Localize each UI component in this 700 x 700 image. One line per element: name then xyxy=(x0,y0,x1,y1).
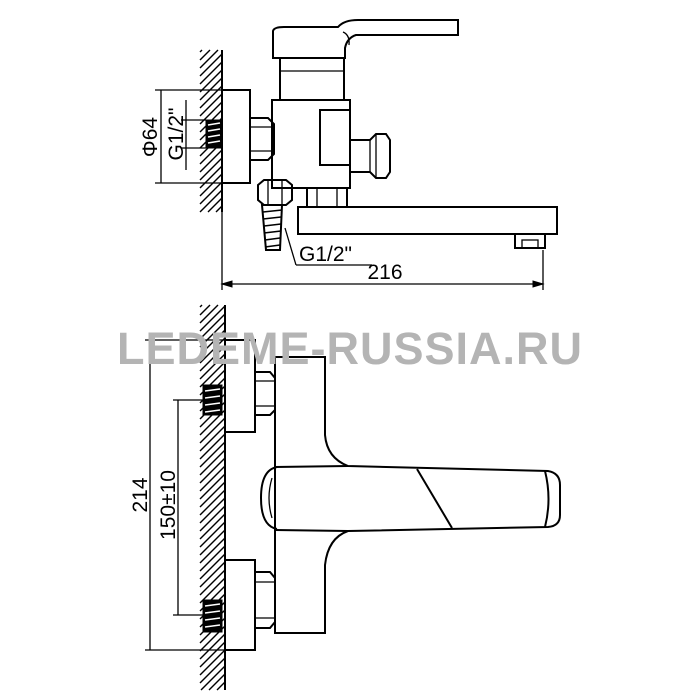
diverter-nut xyxy=(349,133,391,179)
wall-hatch-line xyxy=(199,489,226,516)
wall-hatch-line xyxy=(199,425,226,452)
wall-hatch-line xyxy=(199,93,223,117)
diameter-label: Φ64 xyxy=(139,117,162,157)
wall-hatch-line xyxy=(199,165,223,189)
spout-bottom-edge xyxy=(274,529,349,532)
wall-hatch-line xyxy=(199,49,219,69)
dimension-hose-thread: G1/2" xyxy=(284,227,372,266)
watermark: LEDEME-RUSSIA.RU xyxy=(117,323,583,374)
wall-hatch-line xyxy=(199,77,223,101)
diverter-knob-detail xyxy=(268,477,273,519)
wall-hatch-line xyxy=(199,481,226,508)
wall-hatch-line xyxy=(199,473,226,500)
dimension-projection: 216 xyxy=(220,212,545,290)
wall-hatch-line xyxy=(199,633,226,660)
hose-nut xyxy=(257,179,293,206)
wall-hatch-line xyxy=(199,53,223,77)
wall-thread-label: G1/2" xyxy=(165,108,188,161)
spacing-label: 150±10 xyxy=(157,470,180,540)
wall-hatch-line xyxy=(200,665,226,691)
wall-thread-lower xyxy=(202,599,223,633)
wall-hatch-line xyxy=(199,181,223,205)
mixer-body xyxy=(271,99,351,189)
height-label: 214 xyxy=(129,477,152,512)
wall-hatch-line xyxy=(207,197,223,213)
wall-hatch-line xyxy=(199,657,226,684)
wall-hatch-line xyxy=(199,304,211,316)
side-view: Φ64 G1/2" 216 G1/2" xyxy=(139,19,558,290)
wall-hatch-line xyxy=(199,49,203,53)
wall-hatch-line xyxy=(199,441,226,468)
wall-hatch-line xyxy=(199,329,226,356)
wall-hatch-line xyxy=(199,641,226,668)
wall-hatch-line xyxy=(199,49,211,61)
wall-hatch-line xyxy=(199,69,223,93)
wall-hatch-line xyxy=(199,561,226,588)
wall-hatch-line xyxy=(199,465,226,492)
handle-detail xyxy=(342,31,350,46)
wall-flange-lower xyxy=(224,559,256,651)
wall-hatch-line xyxy=(199,361,226,388)
mixer-body-front xyxy=(274,356,561,634)
wall-hatch-line xyxy=(199,553,226,580)
diverter-knob xyxy=(259,466,278,530)
hose-fitting-ribs xyxy=(262,209,283,248)
wall-hatch-line xyxy=(199,537,226,564)
wall-hatch-line xyxy=(199,345,226,372)
wall-hatch-line xyxy=(199,417,226,444)
spout-facet xyxy=(416,468,453,529)
wall-hatch-line xyxy=(199,577,226,604)
dimension-wall-thread: G1/2" xyxy=(165,100,206,170)
wall-thread-notches xyxy=(207,122,221,144)
lever-handle xyxy=(272,19,459,59)
wall-hatch-line xyxy=(199,337,226,364)
wall-hatch-line xyxy=(199,321,226,348)
wall-hatch-line xyxy=(199,157,223,181)
inlet-nut-lower xyxy=(254,571,276,629)
wall-hatch-line xyxy=(199,149,223,173)
spout-end-cap xyxy=(544,470,550,528)
aerator-outlet xyxy=(514,233,546,249)
wall-thread-notches xyxy=(204,388,221,628)
inlet-nut-upper xyxy=(254,371,276,416)
inlet-nut xyxy=(249,117,275,161)
wall-hatch-line xyxy=(199,433,226,460)
wall-hatch-line xyxy=(199,173,223,197)
wall-hatch-line xyxy=(199,305,226,332)
dimension-flange-diameter: Φ64 xyxy=(139,89,222,184)
wall-hatch-line xyxy=(199,457,226,484)
dimension-height: 214 xyxy=(129,339,225,651)
wall-hatch-line xyxy=(199,545,226,572)
hose-fitting xyxy=(260,204,284,251)
spout-nut xyxy=(306,187,348,208)
wall-hatch-line xyxy=(199,497,226,524)
wall-hatch-line xyxy=(199,304,219,324)
projection-label: 216 xyxy=(367,261,402,284)
wall-hatch-line xyxy=(199,189,223,213)
dimension-inlet-spacing: 150±10 xyxy=(157,399,203,616)
wall-hatch-line xyxy=(208,673,226,691)
aerator-inner xyxy=(521,239,539,249)
wall-hatch-line xyxy=(199,649,226,676)
body-inner-block xyxy=(319,109,351,166)
spout xyxy=(297,206,558,235)
wall-hatch-line xyxy=(199,521,226,548)
wall-hatch-line xyxy=(199,353,226,380)
wall-flange xyxy=(221,89,251,184)
wall-hatch-line xyxy=(199,449,226,476)
wall-hatch-line xyxy=(199,61,223,85)
wall-hatch-line xyxy=(199,505,226,532)
wall-hatch-line xyxy=(199,513,226,540)
spout-top-edge xyxy=(274,465,349,468)
wall-hatch-line xyxy=(199,529,226,556)
wall-hatch-line xyxy=(199,313,226,340)
cartridge-housing xyxy=(279,57,345,101)
wall-hatch-line xyxy=(199,304,203,308)
wall-hatch-line xyxy=(199,569,226,596)
front-view: 214 150±10 xyxy=(129,304,561,691)
hose-thread-label: G1/2" xyxy=(299,243,352,266)
wall-hatch-line xyxy=(216,681,226,691)
